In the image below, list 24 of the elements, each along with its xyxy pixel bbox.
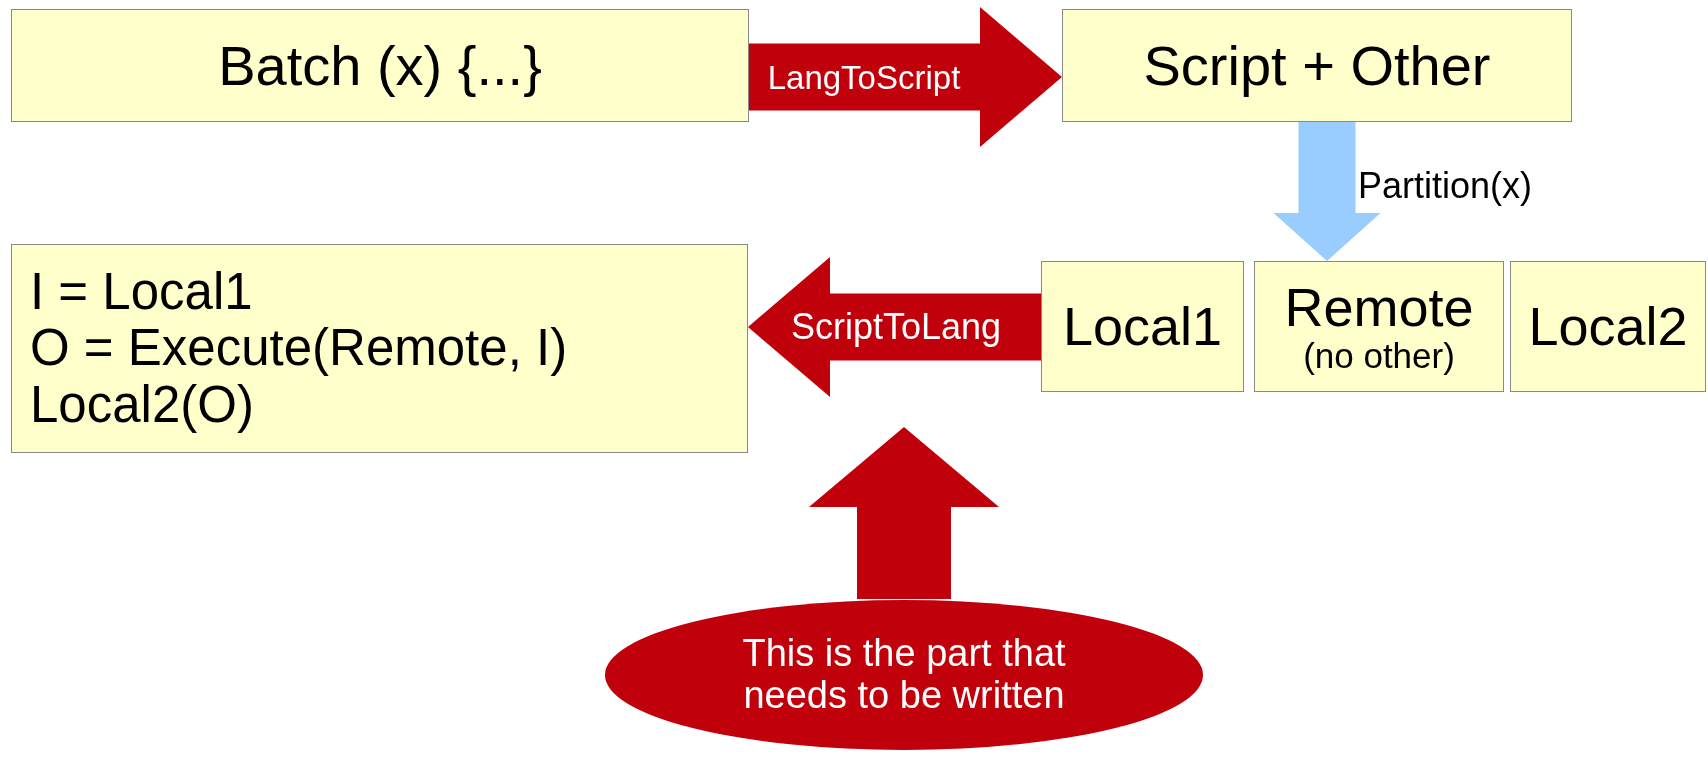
edge-label: ScriptToLang [790,309,1002,345]
box-text: (no other) [1303,336,1455,376]
process-box [1041,261,1244,392]
block-arrow [809,427,999,599]
process-box [11,9,749,122]
edge-label: LangToScript [767,60,961,94]
block-arrow [749,7,1062,147]
callout-ellipse [604,599,1204,751]
process-box [1510,261,1706,392]
box-text: Batch (x) {...} [218,34,542,97]
box-text: Script + Other [1143,34,1491,97]
process-box [1062,9,1572,122]
box-text: I = Local1 [30,264,253,321]
box-text: Local2 [1528,296,1688,357]
block-arrow [1273,122,1381,261]
box-text: Local2(O) [30,376,254,433]
box-text: Local1 [1062,296,1223,357]
edge-label: Partition(x) [1358,168,1533,204]
block-arrow [748,257,1041,397]
process-box [11,244,748,453]
callout-text: This is the part that needs to be written [741,633,1067,717]
box-text: O = Execute(Remote, I) [30,320,568,377]
process-box [1254,261,1504,392]
box-text: Remote [1284,277,1474,337]
